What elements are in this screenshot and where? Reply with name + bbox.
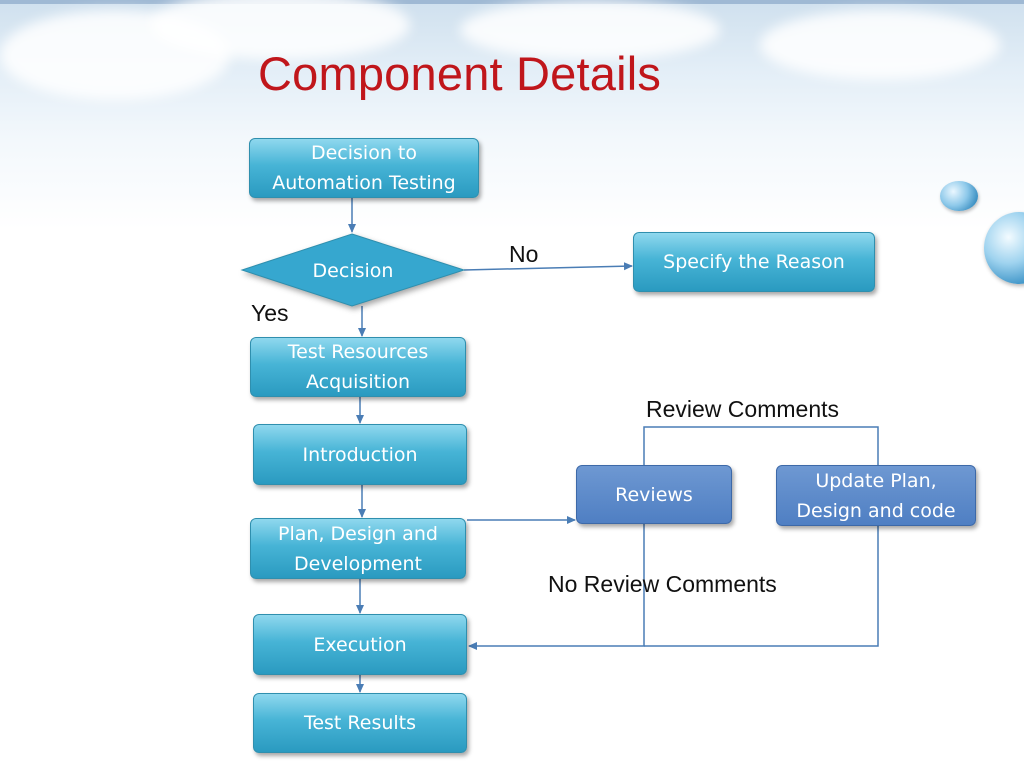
node-update-plan: Update Plan, Design and code bbox=[776, 465, 976, 526]
node-test-results: Test Results bbox=[253, 693, 467, 753]
node-decision-label: Decision bbox=[312, 260, 394, 282]
node-execution: Execution bbox=[253, 614, 467, 675]
slide-title: Component Details bbox=[258, 47, 662, 100]
edge-decision-no bbox=[463, 262, 633, 271]
node-reviews: Reviews bbox=[576, 465, 732, 524]
node-plan-design: Plan, Design and Development bbox=[250, 518, 466, 579]
node-test-resources: Test Resources Acquisition bbox=[250, 337, 466, 397]
decision-diamond bbox=[240, 233, 466, 307]
edge-label-no-review-comments: No Review Comments bbox=[548, 571, 777, 597]
edge-label-no: No bbox=[509, 241, 539, 267]
node-introduction: Introduction bbox=[253, 424, 467, 485]
edge-label-yes: Yes bbox=[251, 300, 289, 326]
edge-label-review-comments: Review Comments bbox=[646, 396, 839, 422]
node-decision-to-automation: Decision to Automation Testing bbox=[249, 138, 479, 198]
background-cloud bbox=[760, 10, 1000, 80]
slide-top-border bbox=[0, 0, 1024, 4]
background-cloud bbox=[460, 0, 720, 60]
node-specify-reason: Specify the Reason bbox=[633, 232, 875, 292]
background-cloud bbox=[150, 0, 410, 60]
edge-review-comments-loop bbox=[643, 426, 879, 466]
edge-update-to-execution bbox=[644, 526, 879, 647]
small-globe-icon bbox=[940, 181, 978, 211]
